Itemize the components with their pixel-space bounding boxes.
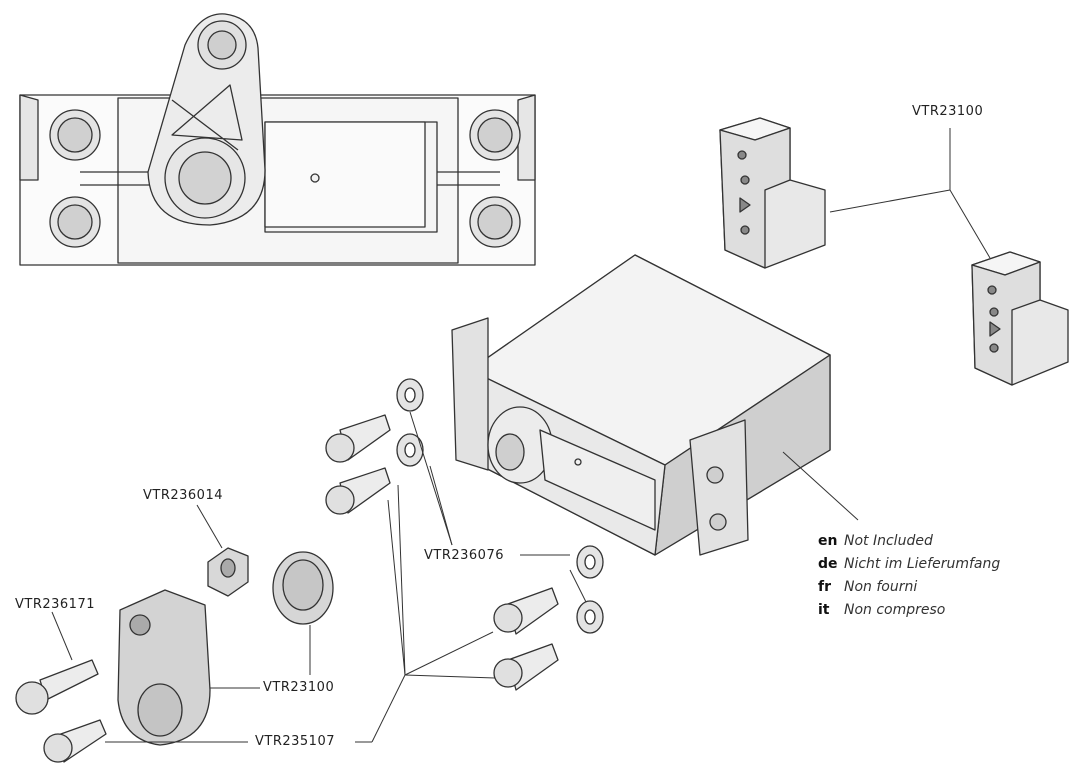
not-included-legend: en Not Included de Nicht im Lieferumfang f… <box>818 530 1000 622</box>
servo-body <box>451 254 831 556</box>
label-vtr236076: VTR236076 <box>424 548 504 563</box>
mount-block-upper <box>719 117 826 269</box>
legend-row-fr: fr Non fourni <box>818 576 1000 599</box>
legend-text: Non compreso <box>844 602 946 618</box>
label-vtr23100-top: VTR23100 <box>912 104 984 119</box>
small-parts <box>117 547 334 746</box>
legend-text: Not Included <box>844 533 933 549</box>
screws <box>15 414 559 763</box>
legend-code: en <box>818 533 838 549</box>
mount-block-lower <box>971 251 1069 386</box>
legend-row-it: it Non compreso <box>818 599 1000 622</box>
servo-top-view <box>19 13 536 266</box>
label-vtr236171: VTR236171 <box>15 597 95 612</box>
leader-lines <box>51 128 991 743</box>
washers <box>396 378 604 634</box>
legend-row-de: de Nicht im Lieferumfang <box>818 553 1000 576</box>
legend-code: de <box>818 556 838 572</box>
legend-text: Nicht im Lieferumfang <box>844 556 1001 572</box>
label-vtr23100-bottom: VTR23100 <box>263 680 335 695</box>
legend-code: fr <box>818 579 831 595</box>
label-vtr236014: VTR236014 <box>143 488 223 503</box>
legend-text: Non fourni <box>844 579 918 595</box>
label-vtr235107: VTR235107 <box>255 734 335 749</box>
legend-code: it <box>818 602 830 618</box>
legend-row-en: en Not Included <box>818 530 1000 553</box>
